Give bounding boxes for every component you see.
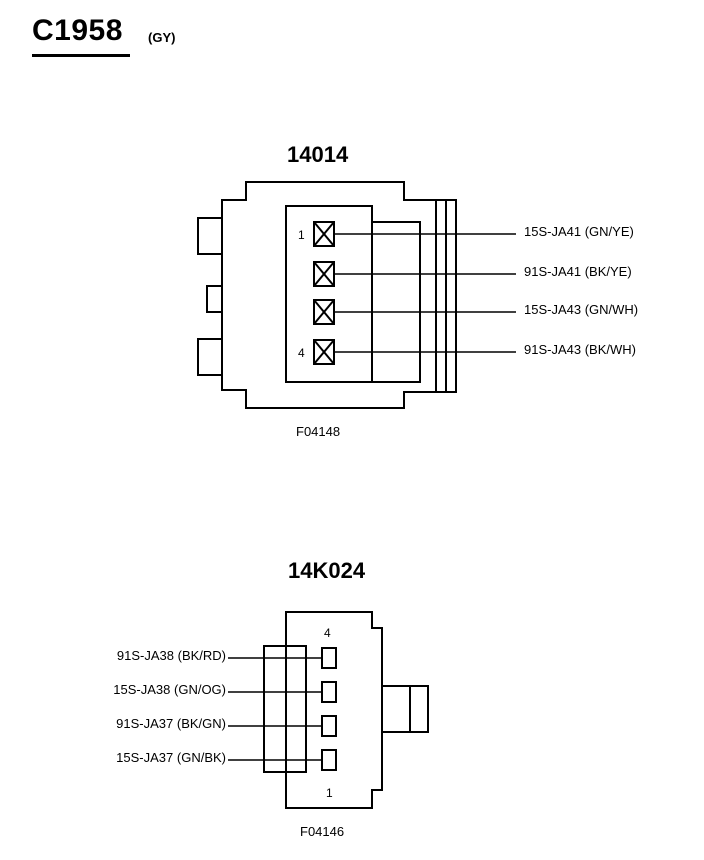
top-connector-part-number: 14014 [287,142,349,167]
top-connector-pins [313,221,335,365]
title-underline [32,54,130,57]
bottom-pin-label-bottom: 1 [326,786,333,800]
bottom-wire-label-1: 91S-JA38 (BK/RD) [116,648,226,663]
top-pin-3 [313,299,335,325]
bottom-pin-1 [321,749,337,771]
top-pin-label-first: 1 [298,228,305,242]
top-pin-1 [313,221,335,247]
bottom-connector-part-number: 14K024 [288,558,366,583]
bottom-connector-housing [263,611,429,809]
bottom-wire-label-4: 15S-JA37 (GN/BK) [116,750,226,765]
bottom-pin-3 [321,681,337,703]
top-wire-label-4: 91S-JA43 (BK/WH) [524,342,636,357]
bottom-figure-code: F04146 [300,824,345,839]
connector-id: C1958 [32,14,123,47]
connector-color-code: (GY) [148,30,176,45]
top-pin-4 [313,339,335,365]
top-pin-label-last: 4 [298,346,305,360]
bottom-wire-label-3: 91S-JA37 (BK/GN) [116,716,226,731]
bottom-pin-label-top: 4 [324,626,331,640]
top-connector-wires [334,233,516,353]
top-pin-2 [313,261,335,287]
top-wire-label-3: 15S-JA43 (GN/WH) [524,302,639,317]
top-figure-code: F04148 [296,424,341,439]
top-wire-label-1: 15S-JA41 (GN/YE) [524,224,634,239]
top-connector-housing [197,181,457,409]
bottom-pin-4 [321,647,337,669]
bottom-connector-pins [321,647,337,771]
top-wire-label-2: 91S-JA41 (BK/YE) [524,264,632,279]
bottom-pin-2 [321,715,337,737]
bottom-connector-wires [228,657,322,761]
bottom-wire-label-2: 15S-JA38 (GN/OG) [113,682,226,697]
